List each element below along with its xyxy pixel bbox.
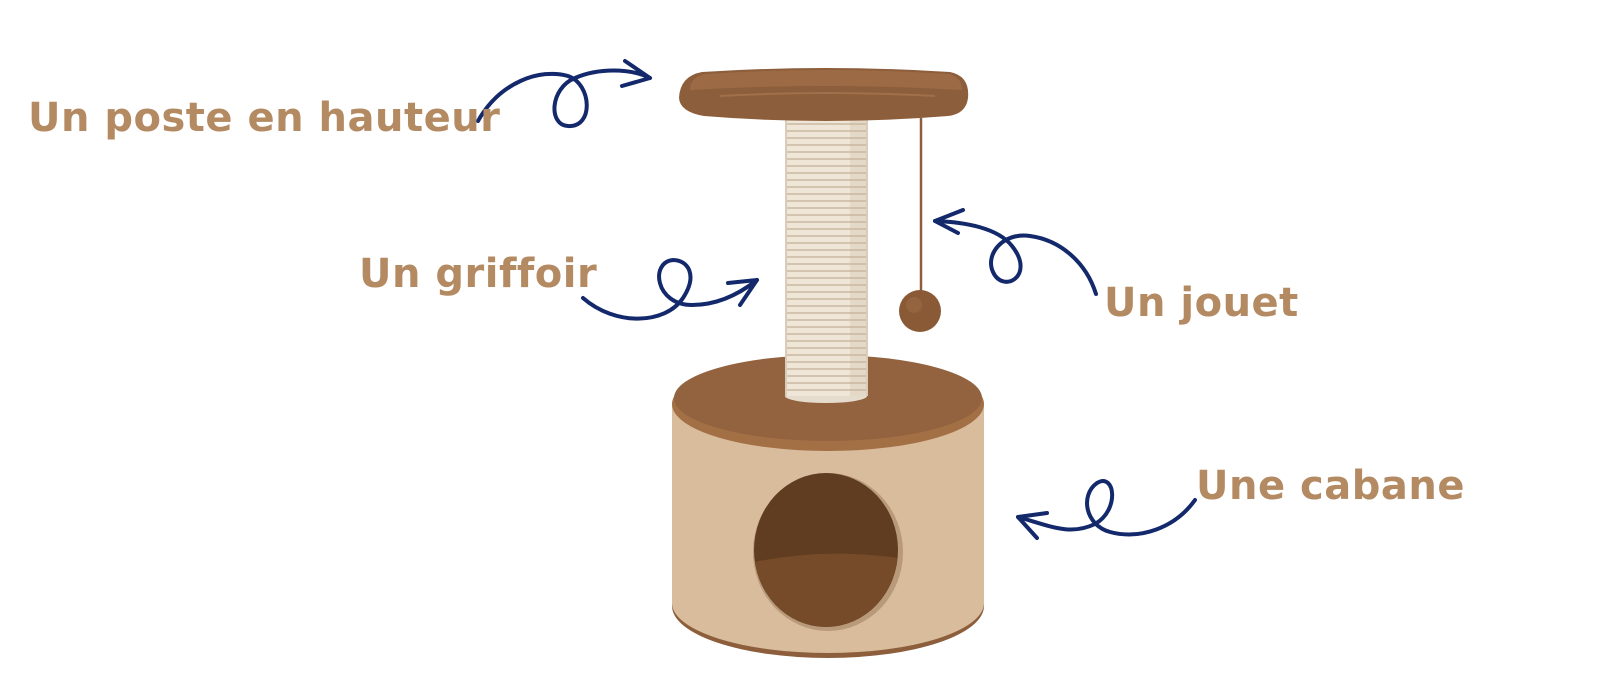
label-perch: Un poste en hauteur	[28, 95, 501, 141]
arrow-toy-icon	[933, 208, 1098, 296]
arrow-scratcher-icon	[581, 258, 759, 321]
arrow-perch-icon	[476, 59, 652, 129]
scratching-post	[785, 118, 868, 403]
rope-lines	[787, 123, 866, 391]
label-scratcher: Un griffoir	[359, 251, 598, 297]
toy-ball	[899, 290, 941, 332]
arrow-hut-icon	[1016, 479, 1197, 540]
hanging-toy	[899, 118, 941, 332]
top-perch	[679, 68, 969, 121]
label-hut: Une cabane	[1196, 463, 1465, 509]
label-toy: Un jouet	[1104, 280, 1299, 326]
